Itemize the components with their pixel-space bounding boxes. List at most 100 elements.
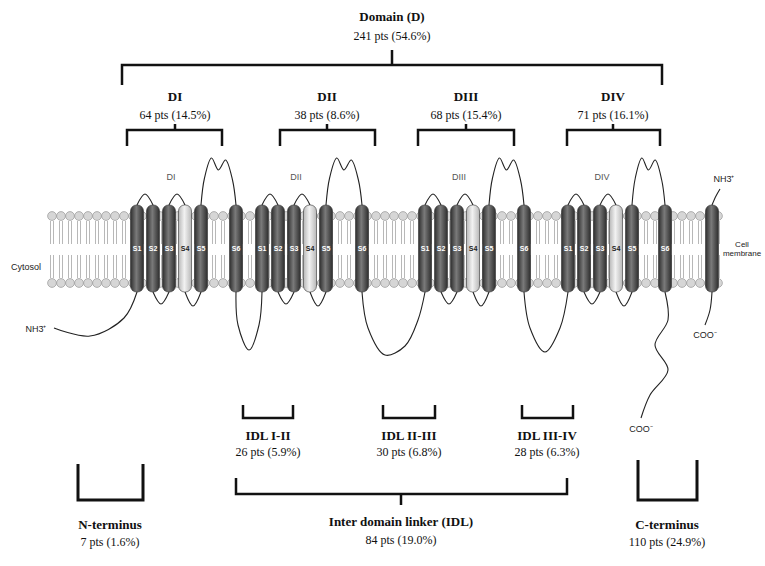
lipid-tail [107,221,108,244]
segment-label: S5 [322,245,331,253]
terminus-label: COO⁻ [693,331,717,341]
terminus-heading: N-terminus [78,518,142,532]
lipid-tail [719,255,720,278]
segment-label: S1 [258,245,267,253]
lipid-tail [125,221,126,244]
lipid-tail [500,255,501,278]
chain-loop [616,292,632,306]
lipid-head [219,212,228,221]
lipid-head [84,279,93,288]
lipid-tail [557,221,558,244]
lipid-tail [512,221,513,244]
region-label: Cytosol [11,263,41,273]
segment-label: S4 [306,245,315,253]
lipid-tail [410,221,411,244]
transmembrane-helix [467,205,480,292]
domain-heading: DIV [601,90,625,104]
count-label: 7 pts (1.6%) [81,536,140,549]
lipid-head [210,212,219,221]
lipid-tail [89,221,90,244]
lipid-tail [548,221,549,244]
lipid-tail [302,255,303,278]
lipid-tail [122,221,123,244]
transmembrane-helix [626,205,639,292]
lipid-tail [347,221,348,244]
lipid-tail [248,221,249,244]
lipid-head [642,279,651,288]
lipid-tail [77,255,78,278]
lipid-head [399,212,408,221]
chain-loop [137,194,153,205]
lipid-tail [392,221,393,244]
lipid-tail [212,255,213,278]
linker-bracket [522,405,573,418]
lipid-head [48,279,57,288]
transmembrane-helix [256,205,269,292]
lipid-head [246,279,255,288]
count-label: 68 pts (15.4%) [431,109,502,122]
lipid-tail [98,255,99,278]
lipid-tail [89,255,90,278]
lipid-tail [500,221,501,244]
lipid-tail [269,221,270,244]
lipid-head [543,279,552,288]
lipid-tail [413,221,414,244]
lipid-tail [98,221,99,244]
chain-loop [153,292,169,304]
lipid-head [651,212,660,221]
lipid-head [57,212,66,221]
lipid-tail [653,255,654,278]
segment-label: S4 [181,245,190,253]
lipid-tail [701,255,702,278]
transmembrane-helix [288,205,301,292]
lipid-head [399,279,408,288]
lipid-tail [377,221,378,244]
lipid-head [246,212,255,221]
chain-loop [310,292,326,306]
terminus-heading: C-terminus [635,518,699,532]
count-label: 38 pts (8.6%) [295,109,360,122]
lipid-tail [104,221,105,244]
lipid-tail [224,221,225,244]
lipid-tail [350,255,351,278]
lipid-head [696,279,705,288]
lipid-tail [161,221,162,244]
lipid-tail [377,255,378,278]
terminus-bracket [638,460,697,500]
lipid-head [687,212,696,221]
lipid-tail [95,255,96,278]
lipid-tail [50,221,51,244]
lipid-tail [71,221,72,244]
lipid-head [66,279,75,288]
lipid-tail [554,255,555,278]
lipid-head [534,212,543,221]
lipid-head [102,212,111,221]
terminus-label: NH3⁺ [713,175,734,185]
chain-loop [473,292,489,306]
lipid-tail [302,221,303,244]
lipid-tail [386,255,387,278]
segment-label: S6 [358,245,367,253]
lipid-tail [509,221,510,244]
chain-loop [600,194,616,205]
lipid-head [408,279,417,288]
lipid-tail [536,255,537,278]
count-label: 71 pts (16.1%) [578,109,649,122]
chain-loop [568,194,584,205]
chain-loop [457,194,473,205]
lipid-tail [59,255,60,278]
lipid-head [642,212,651,221]
lipid-tail [680,255,681,278]
lipid-head [102,279,111,288]
lipid-tail [674,221,675,244]
lipid-tail [545,221,546,244]
lipid-head [120,212,129,221]
lipid-tail [248,255,249,278]
lipid-tail [122,255,123,278]
lipid-head [651,279,660,288]
segment-label: S1 [564,245,573,253]
segment-label: S4 [612,245,621,253]
lipid-head [345,279,354,288]
lipid-tail [176,255,177,278]
